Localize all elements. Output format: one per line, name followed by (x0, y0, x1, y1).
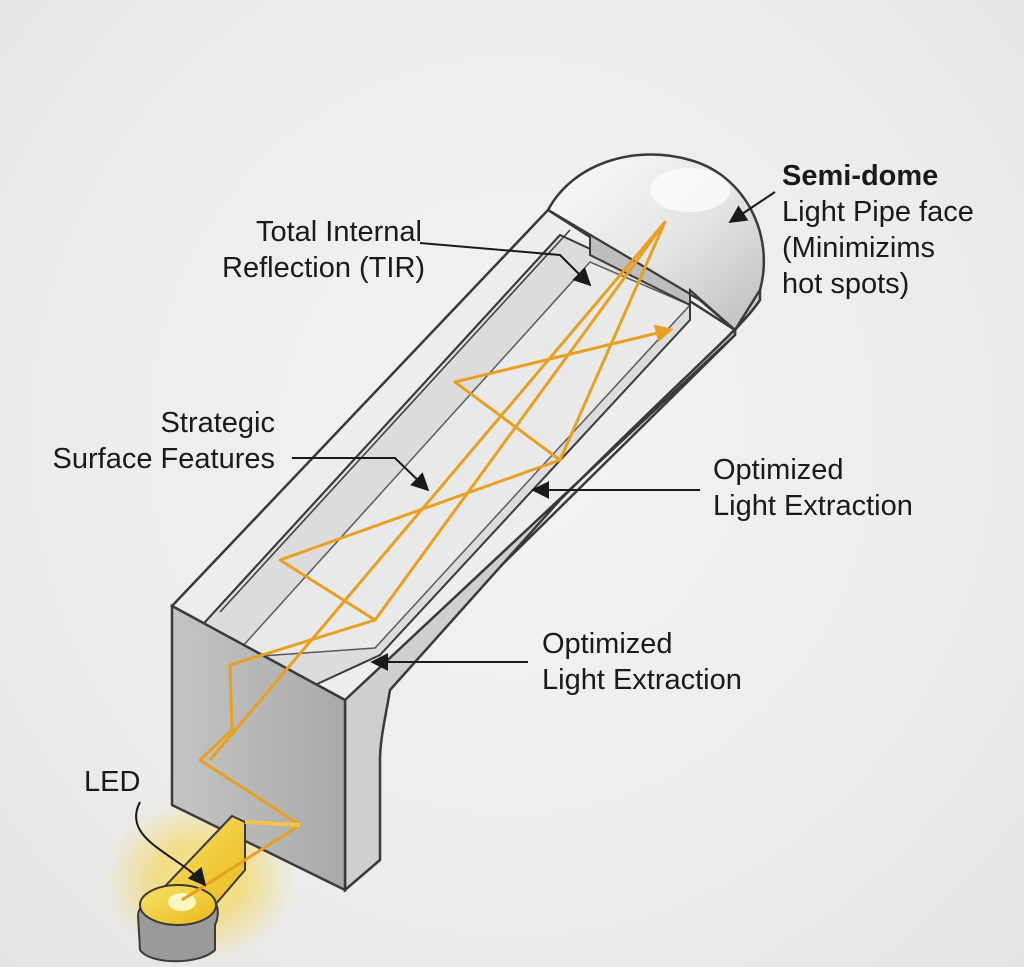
led-emitter (168, 893, 196, 911)
label-extraction-lower: Optimized Light Extraction (542, 626, 742, 698)
label-dome-line3: (Minimizims (782, 232, 936, 264)
label-tir-line1: Total Internal (255, 216, 422, 248)
dome-highlight (650, 168, 730, 212)
light-ray-return (373, 221, 667, 621)
light-ray-zigzag (181, 324, 674, 902)
tir-leader-arrow (419, 242, 592, 287)
label-led: LED (84, 764, 140, 800)
label-extraction-upper: Optimized Light Extraction (713, 452, 913, 524)
surface-leader-arrow (292, 457, 430, 492)
label-extraction-upper-line1: Optimized (713, 454, 844, 486)
light-ray-entry (244, 820, 301, 827)
label-extraction-upper-line2: Light Extraction (713, 490, 913, 522)
pipe-right-side (343, 285, 762, 893)
channel-edge (204, 234, 561, 623)
label-tir-line2: Reflection (TIR) (222, 252, 426, 284)
label-tir: Total Internal Reflection (TIR) (222, 214, 426, 286)
dome-leader-arrow (728, 191, 776, 223)
label-dome-line4: hot spots) (782, 268, 910, 300)
channel-edge-inner (219, 229, 571, 613)
label-dome: Semi-dome Light Pipe face (Minimizims ho… (782, 158, 974, 302)
label-extraction-lower-line1: Optimized (542, 628, 673, 660)
led-leader-arrow (135, 801, 207, 887)
label-extraction-lower-line2: Light Extraction (542, 664, 742, 696)
label-surface-line1: Strategic (160, 407, 275, 439)
label-led-line1: LED (84, 766, 141, 798)
label-dome-line2: Light Pipe face (782, 196, 974, 228)
label-dome-line1: Semi-dome (782, 160, 939, 192)
dome-end-face (547, 209, 736, 331)
label-surface-features: Strategic Surface Features (30, 405, 275, 477)
label-surface-line2: Surface Features (52, 443, 275, 475)
